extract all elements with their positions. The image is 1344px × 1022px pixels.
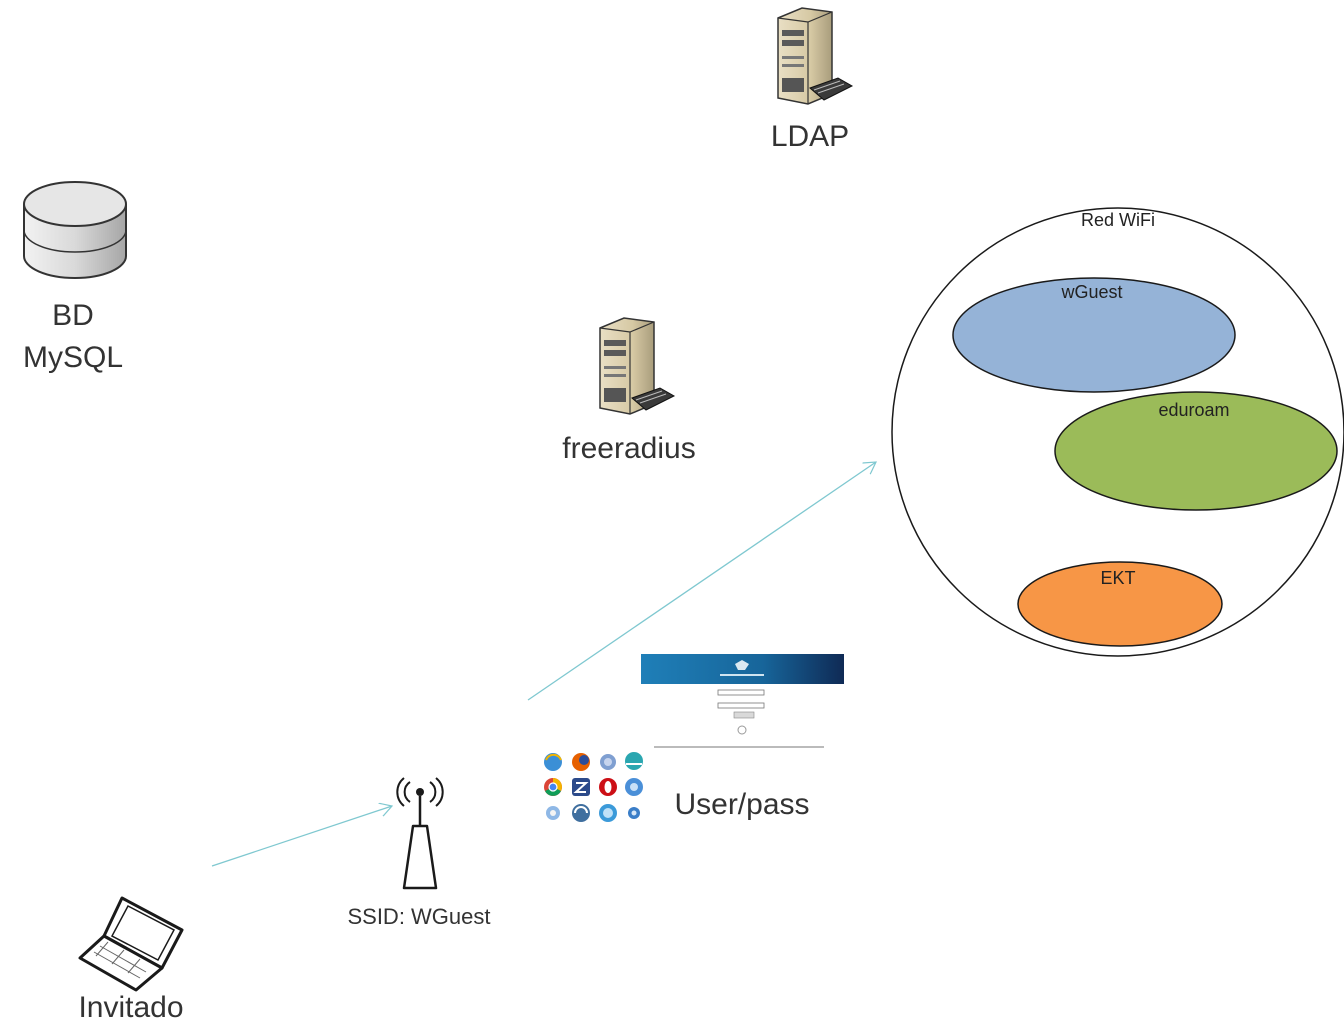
chrome-icon — [544, 778, 562, 796]
access-point-node: SSID: WGuest — [347, 777, 491, 929]
captive-portal-screenshot — [641, 654, 844, 748]
laptop-icon — [78, 896, 184, 992]
wifi-network-label: Red WiFi — [1081, 210, 1155, 230]
globe-icon — [600, 754, 616, 770]
guest-node: Invitado — [78, 896, 184, 1022]
browser-icon — [572, 778, 590, 796]
portal-pass-field — [717, 702, 765, 709]
server-icon — [777, 7, 854, 105]
browser-icon — [628, 807, 640, 819]
browser-icon — [599, 804, 617, 822]
wifi-network-group: Red WiFi wGuest eduroam EKT — [891, 207, 1344, 657]
database-label-line1: BD — [52, 299, 94, 332]
ldap-node: LDAP — [771, 7, 854, 153]
captive-portal-label: User/pass — [674, 788, 809, 821]
server-icon — [599, 317, 676, 415]
browser-icons — [544, 752, 643, 822]
network-ekt — [1017, 561, 1223, 647]
browser-icon — [625, 752, 643, 770]
network-eduroam-label: eduroam — [1158, 400, 1229, 420]
browser-icon — [546, 806, 560, 820]
browser-icon — [572, 804, 590, 822]
database-icon — [23, 181, 127, 279]
firefox-icon — [572, 753, 590, 771]
network-wguest-label: wGuest — [1060, 282, 1122, 302]
browser-icon — [625, 778, 643, 796]
arrow-portal-to-wifi — [527, 462, 876, 701]
database-node: BD MySQL — [23, 181, 127, 374]
opera-icon — [599, 778, 617, 796]
database-label-line2: MySQL — [23, 341, 123, 374]
portal-user-field — [717, 689, 765, 696]
ie-icon — [544, 753, 562, 771]
access-point-label: SSID: WGuest — [347, 904, 490, 929]
network-wguest — [952, 277, 1236, 393]
ldap-label: LDAP — [771, 120, 849, 153]
arrow-guest-to-ap — [211, 806, 392, 867]
freeradius-node: freeradius — [562, 317, 696, 465]
freeradius-label: freeradius — [562, 432, 695, 465]
portal-login-button — [733, 711, 755, 719]
network-eduroam — [1054, 391, 1338, 511]
network-ekt-label: EKT — [1100, 568, 1135, 588]
guest-label: Invitado — [78, 991, 183, 1022]
wireless-antenna-icon — [396, 777, 444, 890]
